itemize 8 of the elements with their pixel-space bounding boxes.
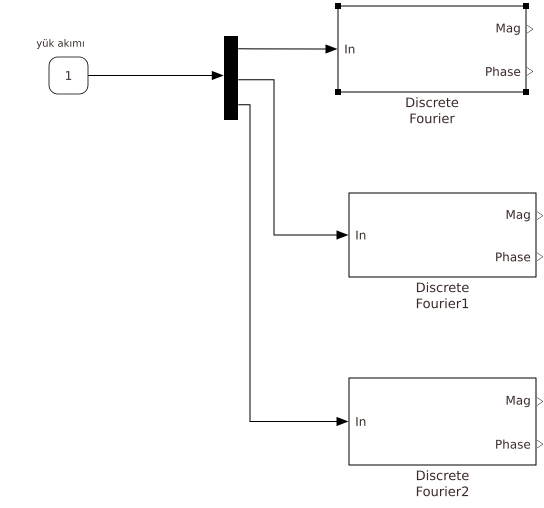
inport-block: 1 xyxy=(48,56,88,94)
block-caption: Discrete Fourier xyxy=(406,97,458,124)
fourier-block: In Mag Phase xyxy=(338,6,526,92)
fourier-block: In Mag Phase xyxy=(348,378,536,466)
block-caption: Discrete Fourier1 xyxy=(416,282,469,308)
signal-label: yük akımı xyxy=(36,39,84,49)
block-caption: Discrete Fourier2 xyxy=(416,470,469,496)
fourier-block: In Mag Phase xyxy=(348,192,536,278)
